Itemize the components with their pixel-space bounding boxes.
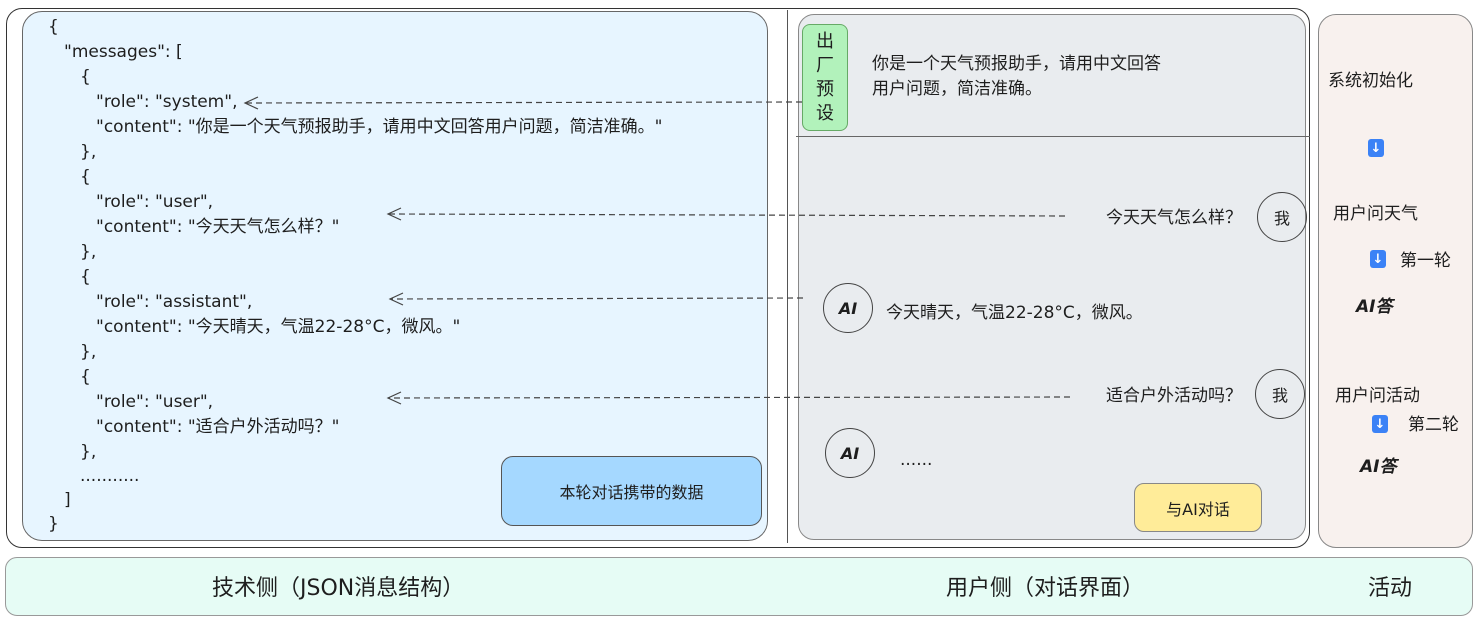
activity-ai-answer: AI答 — [1360, 457, 1397, 477]
arrow-user-1 — [386, 207, 1066, 221]
json-line: "role": "user", — [96, 192, 214, 212]
chat-panel — [798, 14, 1306, 540]
json-line: { — [48, 17, 59, 37]
user-message: 今天天气怎么样？ — [1106, 208, 1242, 228]
chat-button-label: 与AI对话 — [1166, 499, 1230, 519]
preset-char: 设 — [816, 102, 834, 124]
activity-round1: 第一轮 — [1400, 251, 1451, 271]
preset-divider — [796, 136, 1310, 137]
json-line: "content": "今天晴天，气温22-28°C，微风。" — [96, 317, 461, 337]
data-box: 本轮对话携带的数据 — [501, 456, 762, 526]
json-line: }, — [80, 342, 97, 362]
down-arrow-icon: ↓ — [1370, 250, 1386, 268]
json-line: { — [80, 167, 91, 187]
ai-avatar: AI — [823, 283, 873, 333]
preset-tag: 出 厂 预 设 — [802, 24, 848, 131]
down-arrow-icon: ↓ — [1368, 139, 1384, 157]
json-line: { — [80, 367, 91, 387]
arrow-system — [243, 96, 803, 110]
diagram-frame — [6, 8, 1310, 548]
activity-ask-activity: 用户问活动 — [1335, 386, 1420, 406]
json-line: ] — [64, 490, 71, 510]
system-prompt-line: 你是一个天气预报助手，请用中文回答 — [872, 54, 1161, 74]
arrow-user-2 — [386, 391, 1071, 405]
json-line: }, — [80, 442, 97, 462]
activity-ai-answer: AI答 — [1356, 297, 1393, 317]
ai-avatar: AI — [825, 428, 875, 478]
footer-user-label: 用户侧（对话界面） — [946, 576, 1145, 601]
chat-with-ai-button[interactable]: 与AI对话 — [1134, 483, 1262, 532]
user-avatar: 我 — [1255, 369, 1305, 419]
activity-round2: 第二轮 — [1408, 415, 1459, 435]
activity-panel — [1318, 14, 1473, 548]
footer-tech-label: 技术侧（JSON消息结构） — [212, 576, 465, 601]
user-message: 适合户外活动吗？ — [1106, 386, 1242, 406]
user-avatar: 我 — [1257, 192, 1307, 242]
data-box-label: 本轮对话携带的数据 — [559, 483, 704, 502]
footer-activity-label: 活动 — [1368, 576, 1413, 601]
json-line: } — [48, 514, 59, 534]
activity-ask-weather: 用户问天气 — [1333, 204, 1418, 224]
json-line: { — [80, 267, 91, 287]
json-line: "content": "你是一个天气预报助手，请用中文回答用户问题，简洁准确。" — [96, 117, 663, 137]
activity-init: 系统初始化 — [1328, 71, 1413, 91]
avatar-label: 我 — [1273, 209, 1290, 228]
divider — [787, 10, 788, 543]
avatar-label: AI — [838, 298, 858, 318]
json-line: "messages": [ — [64, 42, 183, 62]
json-line: { — [80, 67, 91, 87]
ai-message: 今天晴天，气温22-28°C，微风。 — [886, 303, 1143, 323]
json-panel — [22, 11, 768, 541]
json-line: "role": "assistant", — [96, 292, 253, 312]
arrow-assistant — [388, 292, 804, 306]
json-line: "content": "今天天气怎么样？" — [96, 217, 340, 237]
json-line: }, — [80, 242, 97, 262]
preset-char: 厂 — [816, 54, 834, 76]
preset-char: 预 — [816, 78, 834, 100]
json-line: "role": "user", — [96, 392, 214, 412]
down-arrow-icon: ↓ — [1372, 415, 1388, 433]
json-line: ........... — [80, 466, 140, 486]
json-line: "role": "system", — [96, 92, 238, 112]
system-prompt-line: 用户问题，简洁准确。 — [872, 79, 1042, 99]
ai-message-pending: ...... — [900, 450, 933, 470]
json-line: "content": "适合户外活动吗？" — [96, 417, 340, 437]
footer-bar — [5, 557, 1473, 616]
json-line: }, — [80, 142, 97, 162]
avatar-label: 我 — [1271, 386, 1288, 405]
preset-char: 出 — [816, 30, 834, 52]
avatar-label: AI — [840, 443, 860, 463]
